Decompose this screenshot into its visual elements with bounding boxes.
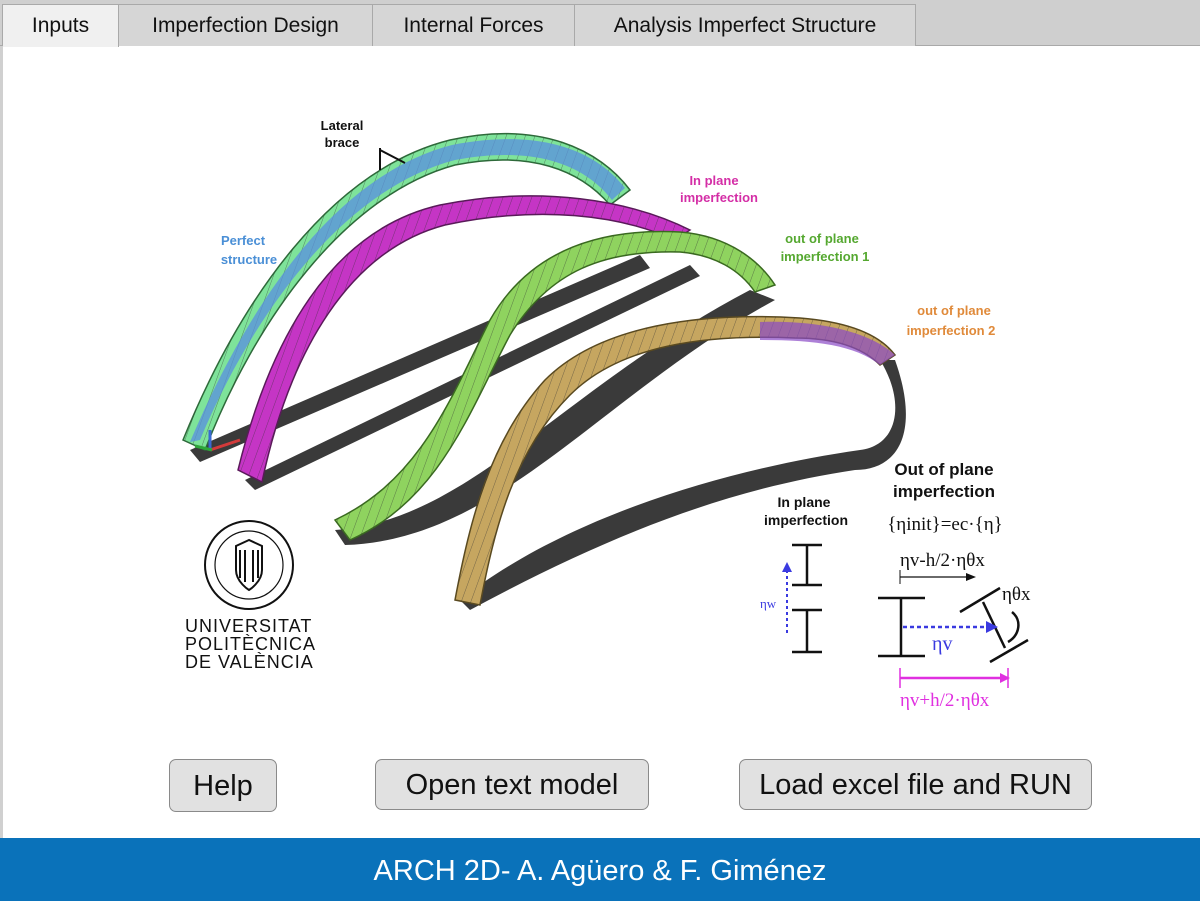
help-button[interactable]: Help [169, 759, 277, 812]
out-of-plane-arrows [899, 570, 1010, 688]
footer-bar: ARCH 2D- A. Agüero & F. Giménez [0, 838, 1200, 901]
logo-text-line3: DE VALÈNCIA [185, 652, 314, 672]
label-oop2-line1: out of plane [917, 303, 991, 318]
in-plane-title-line1: In plane [778, 494, 831, 510]
upv-logo [204, 520, 294, 610]
eta-v-label: ηv [932, 633, 952, 655]
arch-out-of-plane-imperfection-2 [454, 315, 897, 606]
load-excel-run-button[interactable]: Load excel file and RUN [739, 759, 1092, 810]
in-plane-title-line2: imperfection [764, 512, 848, 528]
label-oop2-line2: imperfection 2 [907, 323, 996, 338]
eta-v-top-label: ηv-h/2·ηθx [900, 550, 985, 571]
tab-internal-forces[interactable]: Internal Forces [372, 4, 575, 46]
logo-text-line2: POLITÈCNICA [185, 634, 316, 654]
tab-analysis-imperfect-structure[interactable]: Analysis Imperfect Structure [574, 4, 916, 46]
in-plane-section-diagram [792, 543, 822, 654]
eta-v-bottom-label: ηv+h/2·ηθx [900, 690, 990, 711]
eta-w-label: ηw [760, 596, 777, 611]
panel-left-edge [0, 46, 3, 838]
out-of-plane-title-line2: imperfection [893, 482, 995, 501]
label-perfect-line1: Perfect [221, 233, 266, 248]
logo-text-line1: UNIVERSITAT [185, 616, 312, 636]
label-perfect-line2: structure [221, 252, 277, 267]
tab-inputs[interactable]: Inputs [2, 4, 119, 47]
axis-marker [194, 430, 241, 452]
arch-shadows [190, 255, 906, 610]
label-lateral-brace-line1: Lateral [321, 118, 364, 133]
label-oop1-line1: out of plane [785, 231, 859, 246]
label-oop1-line2: imperfection 1 [781, 249, 870, 264]
lateral-brace-marker [379, 148, 406, 170]
label-in-plane-line2: imperfection [680, 190, 758, 205]
in-plane-eta-arrow [782, 562, 792, 633]
label-lateral-brace-line2: brace [325, 135, 360, 150]
arch-out-of-plane-imperfection-1 [333, 230, 777, 541]
arch-perfect-structure [182, 132, 632, 452]
footer-credits: ARCH 2D- A. Agüero & F. Giménez [373, 855, 827, 887]
label-in-plane-line1: In plane [689, 173, 738, 188]
arch-imperfection-figure: Lateral brace Perfect structure In plane… [182, 118, 1031, 711]
tab-bar: Inputs Imperfection Design Internal Forc… [0, 0, 1200, 47]
arch-in-plane-imperfection [237, 195, 692, 484]
tab-imperfection-design[interactable]: Imperfection Design [118, 4, 373, 46]
out-of-plane-title-line1: Out of plane [894, 460, 993, 479]
eta-theta-label: ηθx [1002, 584, 1031, 605]
open-text-model-button[interactable]: Open text model [375, 759, 649, 810]
imperfection-formula: {ηinit}=ec·{η} [887, 514, 1003, 535]
